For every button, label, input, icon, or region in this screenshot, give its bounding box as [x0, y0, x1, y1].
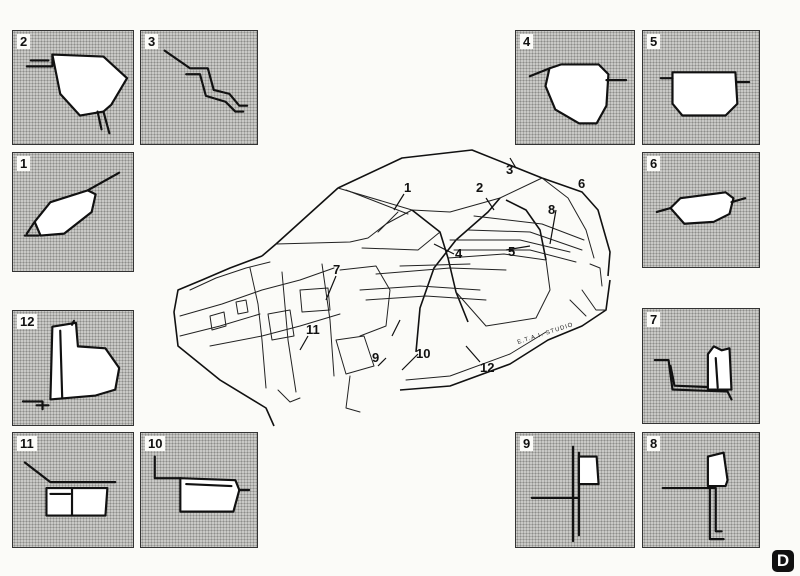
callout-7: 7: [333, 262, 340, 277]
section-panel-5: 5: [642, 30, 760, 145]
callout-12: 12: [480, 360, 494, 375]
panel-number: 7: [647, 312, 661, 327]
panel-number: 6: [647, 156, 661, 171]
callout-9: 9: [372, 350, 379, 365]
section-profile-12: [21, 319, 121, 411]
callout-8: 8: [548, 202, 555, 217]
section-profile-7: [653, 345, 733, 401]
section-profile-2: [25, 53, 129, 135]
section-profile-1: [23, 171, 121, 237]
section-panel-8: 8: [642, 432, 760, 548]
car-body-shell-illustration: 1 2 3 4 5 6 7 8 9 10 11 12 E.T.A.I. STUD…: [173, 149, 611, 427]
panel-number: 12: [17, 314, 38, 329]
section-panel-7: 7: [642, 308, 760, 424]
callout-11: 11: [306, 322, 320, 337]
callout-10: 10: [416, 346, 430, 361]
panel-number: 5: [647, 34, 661, 49]
section-profile-10: [153, 455, 251, 513]
section-panel-10: 10: [140, 432, 258, 548]
section-panel-12: 12: [12, 310, 134, 426]
callout-1: 1: [404, 180, 411, 195]
section-panel-4: 4: [515, 30, 635, 145]
section-panel-3: 3: [140, 30, 258, 145]
panel-number: 1: [17, 156, 31, 171]
callout-5: 5: [508, 244, 515, 259]
panel-number: 10: [145, 436, 166, 451]
callout-4: 4: [455, 246, 463, 261]
section-profile-3: [163, 49, 249, 113]
callout-2: 2: [476, 180, 483, 195]
callout-3: 3: [506, 162, 513, 177]
section-panel-9: 9: [515, 432, 635, 548]
corner-letter-badge: D: [772, 550, 794, 572]
section-profile-4: [528, 63, 628, 125]
panel-number: 8: [647, 436, 661, 451]
section-profile-9: [530, 445, 600, 543]
section-profile-5: [659, 71, 751, 117]
panel-number: 2: [17, 34, 31, 49]
panel-number: 4: [520, 34, 534, 49]
section-profile-11: [23, 461, 117, 517]
section-profile-6: [655, 191, 747, 225]
section-profile-8: [661, 451, 729, 541]
panel-number: 3: [145, 34, 159, 49]
panel-number: 11: [17, 436, 37, 451]
section-panel-2: 2: [12, 30, 134, 145]
section-panel-6: 6: [642, 152, 760, 268]
section-panel-1: 1: [12, 152, 134, 272]
panel-number: 9: [520, 436, 534, 451]
callout-6: 6: [578, 176, 585, 191]
section-panel-11: 11: [12, 432, 134, 548]
